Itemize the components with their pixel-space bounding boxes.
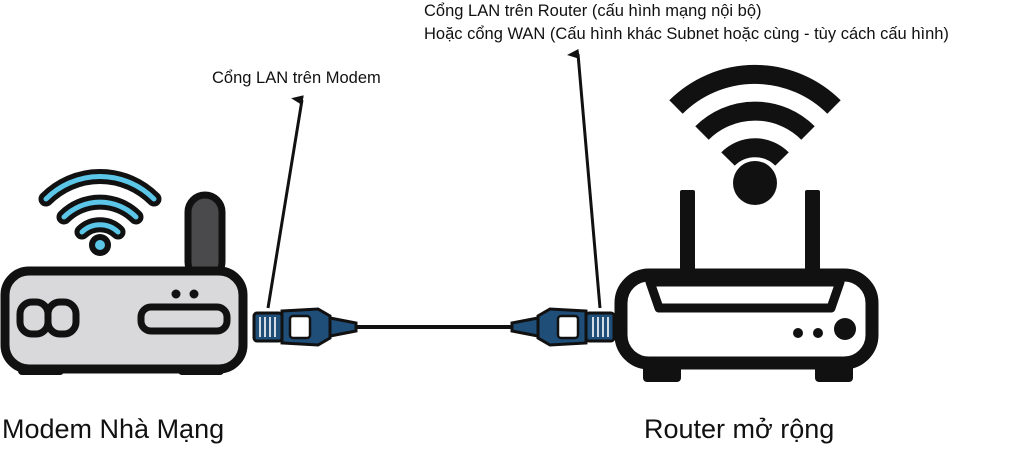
router-wifi-icon	[669, 64, 841, 167]
router-port-label-alt: Hoặc cổng WAN (Cấu hình khác Subnet hoặc…	[424, 25, 949, 43]
modem-port-label: Cổng LAN trên Modem	[212, 69, 381, 87]
modem-body	[0, 266, 248, 374]
left-rj45-plug	[252, 307, 358, 347]
ethernet-cable-icon	[252, 307, 616, 347]
modem-caption: Modem Nhà Mạng	[2, 414, 225, 444]
modem-port-arrow	[266, 95, 304, 309]
modem-icon	[0, 169, 248, 375]
right-rj45-plug	[510, 307, 616, 347]
router-port-arrow	[567, 48, 602, 309]
modem-wifi-icon	[38, 169, 162, 256]
router-caption: Router mở rộng	[644, 414, 835, 444]
router-port-label: Cổng LAN trên Router (cấu hình mạng nội …	[424, 2, 762, 20]
router-icon	[614, 64, 879, 382]
modem-antenna	[184, 191, 226, 283]
